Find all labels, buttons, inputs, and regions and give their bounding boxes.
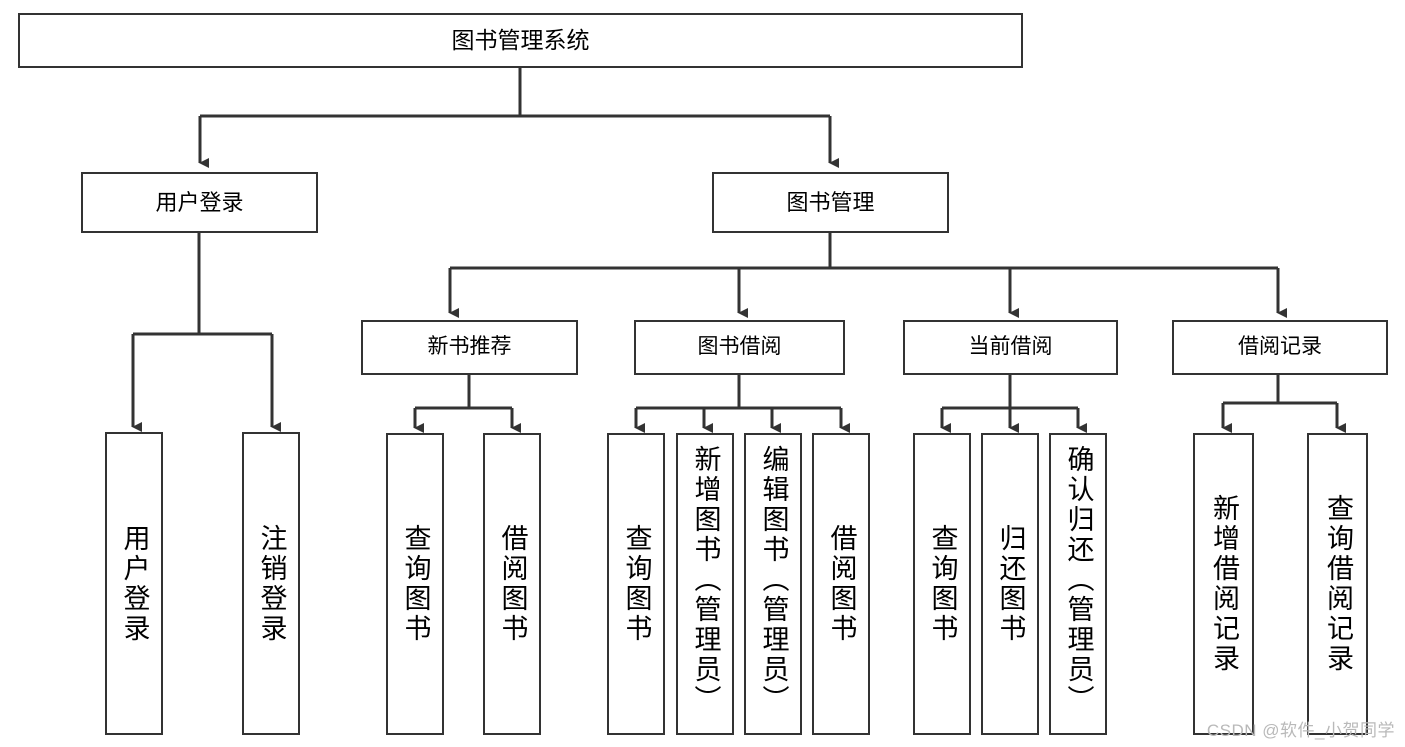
- leaf-user-login-logout[interactable]: 注销登录: [242, 432, 300, 735]
- leaf-book-borrow-add[interactable]: 新增图书（管理员）: [676, 433, 734, 735]
- node-label: 编辑图书（管理员）: [758, 445, 789, 715]
- leaf-new-book-query[interactable]: 查询图书: [386, 433, 444, 735]
- node-label: 查询图书: [927, 524, 958, 644]
- node-label: 确认归还（管理员）: [1063, 445, 1094, 715]
- node-borrow-record[interactable]: 借阅记录: [1172, 320, 1388, 375]
- node-label: 图书管理系统: [451, 26, 590, 53]
- node-label: 查询图书: [621, 524, 652, 644]
- node-label: 用户登录: [119, 523, 150, 644]
- node-root-system[interactable]: 图书管理系统: [18, 13, 1023, 68]
- node-label: 新书推荐: [427, 335, 512, 359]
- node-label: 查询借阅记录: [1323, 494, 1353, 674]
- node-label: 用户登录: [155, 189, 244, 215]
- leaf-current-borrow-confirm-return[interactable]: 确认归还（管理员）: [1049, 433, 1107, 735]
- node-label: 图书管理: [786, 189, 875, 215]
- node-label: 借阅记录: [1238, 335, 1322, 359]
- node-label: 注销登录: [256, 523, 287, 644]
- leaf-current-borrow-return[interactable]: 归还图书: [981, 433, 1039, 735]
- leaf-book-borrow-borrow[interactable]: 借阅图书: [812, 433, 870, 735]
- leaf-book-borrow-edit[interactable]: 编辑图书（管理员）: [744, 433, 802, 735]
- node-current-borrow[interactable]: 当前借阅: [903, 320, 1118, 375]
- node-label: 归还图书: [995, 524, 1026, 644]
- node-book-management[interactable]: 图书管理: [712, 172, 949, 233]
- node-label: 查询图书: [400, 524, 431, 644]
- node-label: 新增借阅记录: [1209, 494, 1239, 674]
- leaf-borrow-record-query[interactable]: 查询借阅记录: [1307, 433, 1368, 735]
- node-label: 图书借阅: [697, 335, 782, 359]
- leaf-current-borrow-query[interactable]: 查询图书: [913, 433, 971, 735]
- node-new-book-recommend[interactable]: 新书推荐: [361, 320, 578, 375]
- leaf-borrow-record-add[interactable]: 新增借阅记录: [1193, 433, 1254, 735]
- node-label: 借阅图书: [497, 524, 528, 644]
- node-label: 当前借阅: [968, 335, 1053, 359]
- node-label: 借阅图书: [826, 524, 857, 644]
- leaf-book-borrow-query[interactable]: 查询图书: [607, 433, 665, 735]
- node-user-login[interactable]: 用户登录: [81, 172, 318, 233]
- node-label: 新增图书（管理员）: [690, 445, 721, 715]
- node-book-borrow[interactable]: 图书借阅: [634, 320, 845, 375]
- leaf-new-book-borrow[interactable]: 借阅图书: [483, 433, 541, 735]
- watermark-text: CSDN @软件_小贺同学: [1206, 721, 1395, 740]
- leaf-user-login-login[interactable]: 用户登录: [105, 432, 163, 735]
